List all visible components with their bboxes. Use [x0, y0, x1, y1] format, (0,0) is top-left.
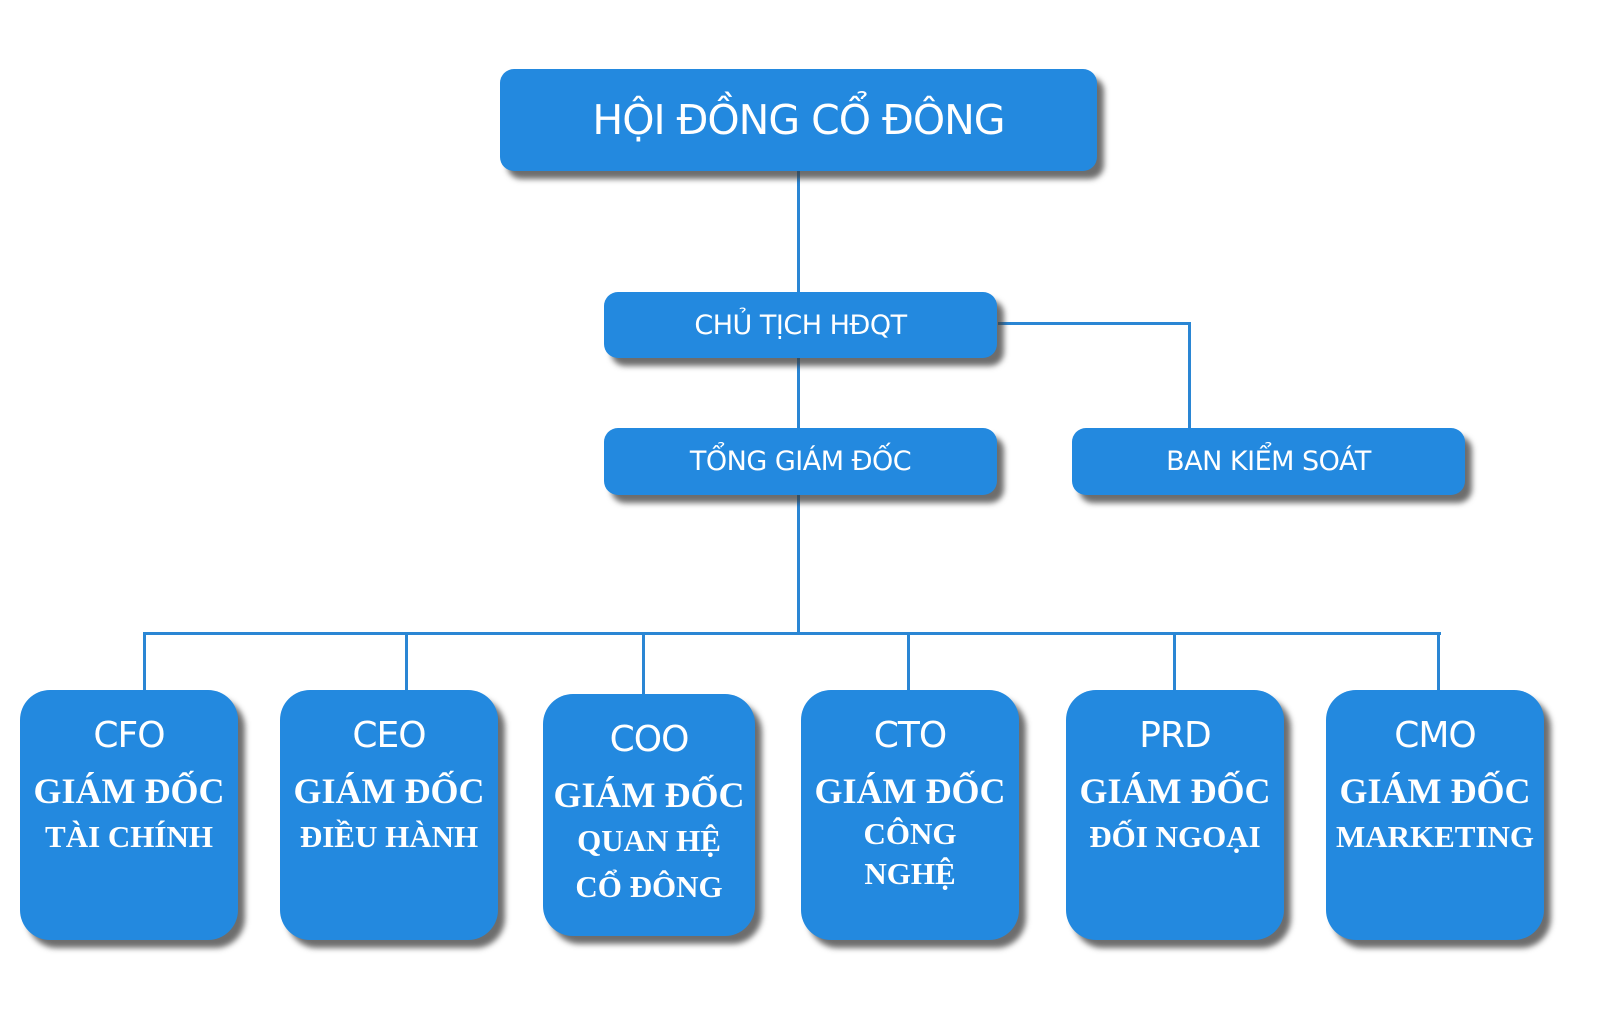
connector-chairman-horizontal [998, 322, 1190, 325]
connector-departments-bus [143, 632, 1441, 635]
department-box-coo: COO GIÁM ĐỐC QUAN HỆ CỔ ĐÔNG [543, 694, 755, 936]
connector-general-director-down [797, 495, 800, 635]
connector-prd [1173, 632, 1176, 692]
shareholders-meeting-label: HỘI ĐỒNG CỔ ĐÔNG [592, 96, 1005, 144]
department-title: GIÁM ĐỐC [1339, 771, 1531, 811]
department-title: GIÁM ĐỐC [293, 771, 485, 811]
department-subtitle: QUAN HỆ [577, 823, 721, 858]
general-director-box: TỔNG GIÁM ĐỐC [604, 428, 997, 495]
department-subtitle: TÀI CHÍNH [45, 819, 213, 854]
department-box-prd: PRD GIÁM ĐỐC ĐỐI NGOẠI [1066, 690, 1284, 940]
department-title: GIÁM ĐỐC [814, 771, 1006, 811]
connector-top-to-chairman [797, 170, 800, 294]
connector-cfo [143, 632, 146, 692]
department-title: GIÁM ĐỐC [553, 775, 745, 815]
connector-cto [907, 632, 910, 692]
department-subtitle: ĐỐI NGOẠI [1089, 819, 1261, 854]
connector-to-supervisory [1188, 322, 1191, 430]
department-code: CTO [873, 715, 947, 756]
general-director-label: TỔNG GIÁM ĐỐC [689, 446, 912, 477]
department-subtitle: MARKETING [1335, 819, 1535, 854]
department-box-cfo: CFO GIÁM ĐỐC TÀI CHÍNH [20, 690, 238, 940]
department-code: CEO [352, 715, 426, 756]
department-code: CMO [1394, 715, 1477, 756]
department-subtitle: CỔ ĐÔNG [575, 869, 723, 904]
department-code: PRD [1139, 715, 1211, 756]
connector-cmo [1437, 632, 1440, 692]
department-box-cto: CTO GIÁM ĐỐC CÔNG NGHỆ [801, 690, 1019, 940]
supervisory-board-label: BAN KIỂM SOÁT [1166, 446, 1371, 477]
supervisory-board-box: BAN KIỂM SOÁT [1072, 428, 1465, 495]
department-subtitle: NGHỆ [864, 856, 956, 891]
chairman-label: CHỦ TỊCH HĐQT [694, 309, 907, 341]
shareholders-meeting-box: HỘI ĐỒNG CỔ ĐÔNG [500, 69, 1097, 171]
department-subtitle: ĐIỀU HÀNH [299, 819, 479, 854]
department-box-cmo: CMO GIÁM ĐỐC MARKETING [1326, 690, 1544, 940]
department-title: GIÁM ĐỐC [1079, 771, 1271, 811]
connector-chairman-to-general-director [797, 358, 800, 430]
chairman-box: CHỦ TỊCH HĐQT [604, 292, 997, 358]
connector-coo [642, 632, 645, 696]
department-code: CFO [93, 715, 165, 756]
department-box-ceo: CEO GIÁM ĐỐC ĐIỀU HÀNH [280, 690, 498, 940]
connector-ceo [405, 632, 408, 692]
department-title: GIÁM ĐỐC [33, 771, 225, 811]
department-code: COO [609, 719, 690, 760]
department-subtitle: CÔNG [863, 816, 957, 851]
